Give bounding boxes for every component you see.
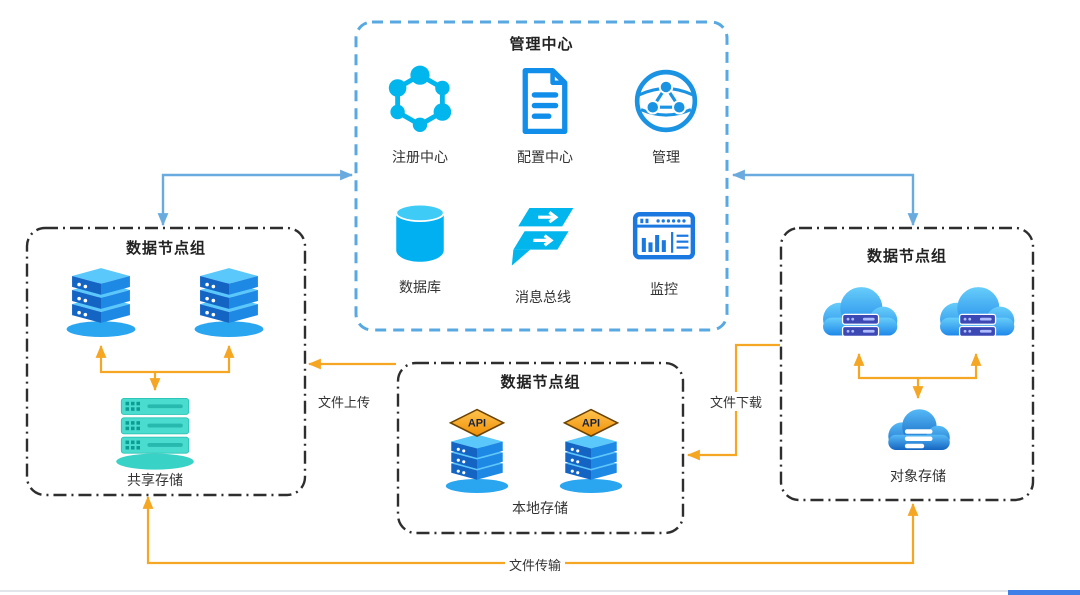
management-item-manage: 管理	[614, 62, 718, 167]
management-item-config: 配置中心	[493, 62, 597, 167]
page-bottom-divider	[0, 590, 1080, 592]
left-group-title: 数据节点组	[125, 240, 206, 257]
local-storage-label: 本地存储	[512, 500, 568, 516]
file-transfer-label: 文件传输	[504, 555, 566, 574]
cloud-server-icon	[940, 287, 1015, 337]
api-badge-text: API	[582, 418, 600, 430]
config-label: 配置中心	[517, 149, 573, 165]
object-storage-icon	[888, 409, 950, 450]
cloud-server-icon	[823, 287, 898, 337]
management-item-database: 数据库	[368, 196, 472, 297]
manage-label: 管理	[652, 149, 680, 165]
management-item-monitor: 监控	[612, 198, 716, 299]
management-item-registry: 注册中心	[368, 60, 472, 167]
api-server-icon: API	[559, 408, 623, 493]
api-badge-text: API	[468, 418, 486, 430]
management-center-title: 管理中心	[509, 36, 574, 53]
config-document-icon	[522, 67, 568, 135]
shared-storage-label: 共享存储	[127, 472, 183, 488]
file-download-label: 文件下载	[705, 392, 767, 411]
file-upload-label: 文件上传	[313, 392, 375, 411]
management-item-message-bus: 消息总线	[488, 200, 598, 307]
page-bottom-accent	[1008, 590, 1080, 595]
registry-network-icon	[388, 65, 452, 132]
right-group-title: 数据节点组	[866, 248, 947, 265]
shared-storage-icon	[116, 398, 194, 470]
monitor-dashboard-icon	[632, 212, 696, 260]
message-bus-icon	[511, 208, 574, 266]
object-storage-label: 对象存储	[890, 468, 946, 484]
registry-label: 注册中心	[392, 149, 448, 165]
monitor-label: 监控	[650, 281, 678, 297]
server-stack-icon	[66, 268, 136, 337]
database-cylinder-icon	[395, 203, 445, 262]
globe-network-icon	[634, 69, 698, 133]
server-stack-icon	[194, 268, 264, 337]
message-bus-label: 消息总线	[515, 289, 571, 305]
center-group-title: 数据节点组	[500, 374, 581, 391]
database-label: 数据库	[399, 279, 441, 295]
api-server-icon: API	[445, 408, 509, 493]
